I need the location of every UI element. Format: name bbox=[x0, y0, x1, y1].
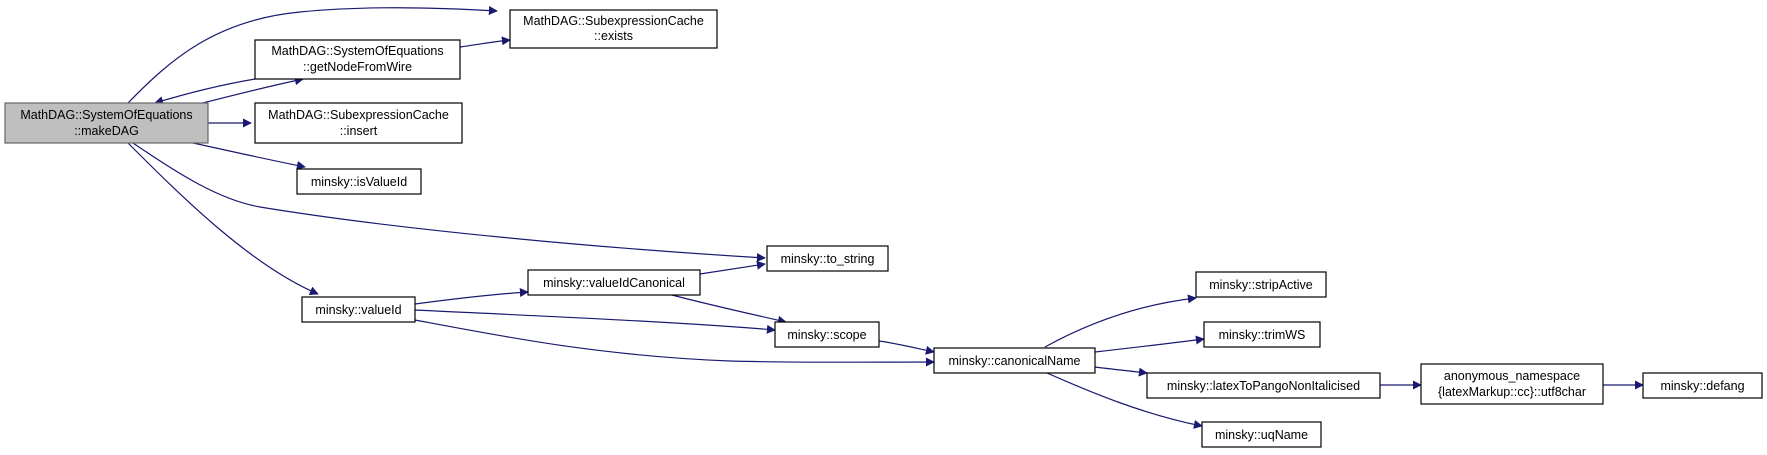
node-defang-label: minsky::defang bbox=[1660, 379, 1744, 393]
node-getnodefromwire-line-1: MathDAG::SystemOfEquations bbox=[271, 44, 443, 58]
node-defang[interactable]: minsky::defang bbox=[1642, 372, 1763, 399]
node-uqname[interactable]: minsky::uqName bbox=[1201, 421, 1322, 448]
node-stripactive[interactable]: minsky::stripActive bbox=[1195, 271, 1327, 298]
edge-makedag-to-isvalueid bbox=[192, 142, 306, 170]
node-canonicalname-label: minsky::canonicalName bbox=[949, 354, 1081, 368]
node-exists-line-1: MathDAG::SubexpressionCache bbox=[523, 14, 704, 28]
edge-valueidcanonical-to-scope bbox=[667, 293, 787, 325]
node-valueidcanonical[interactable]: minsky::valueIdCanonical bbox=[527, 269, 701, 296]
node-isvalueid-label: minsky::isValueId bbox=[311, 175, 407, 189]
edge-makedag-to-exists bbox=[127, 6, 498, 104]
edges bbox=[127, 6, 1644, 429]
node-canonicalname[interactable]: minsky::canonicalName bbox=[933, 347, 1096, 374]
node-latextopango[interactable]: minsky::latexToPangoNonItalicised bbox=[1146, 372, 1381, 399]
node-insert-line-1: MathDAG::SubexpressionCache bbox=[268, 108, 449, 122]
node-uqname-label: minsky::uqName bbox=[1215, 428, 1308, 442]
node-to-string[interactable]: minsky::to_string bbox=[766, 245, 889, 272]
node-exists-line-2: ::exists bbox=[594, 29, 633, 43]
node-makedag-line-2: ::makeDAG bbox=[74, 124, 139, 138]
node-utf8char-line-2: {latexMarkup::cc}::utf8char bbox=[1438, 385, 1586, 399]
edge-makedag-to-valueid bbox=[127, 142, 319, 295]
node-insert-line-2: ::insert bbox=[340, 124, 378, 138]
node-scope[interactable]: minsky::scope bbox=[774, 321, 880, 348]
node-scope-label: minsky::scope bbox=[787, 328, 866, 342]
edge-canonicalname-to-trimws bbox=[1094, 335, 1205, 353]
edge-makedag-to-getnodefromwire bbox=[194, 76, 304, 106]
node-stripactive-label: minsky::stripActive bbox=[1209, 278, 1313, 292]
edge-makedag-to-to-string bbox=[132, 142, 766, 263]
node-isvalueid[interactable]: minsky::isValueId bbox=[296, 168, 422, 195]
edge-getnodefromwire-to-exists bbox=[459, 36, 511, 48]
node-valueid[interactable]: minsky::valueId bbox=[301, 296, 416, 323]
node-getnodefromwire[interactable]: MathDAG::SystemOfEquations ::getNodeFrom… bbox=[254, 39, 461, 80]
node-to-string-label: minsky::to_string bbox=[781, 252, 875, 266]
edge-scope-to-canonicalname bbox=[878, 340, 935, 355]
edge-valueid-to-scope bbox=[414, 309, 776, 334]
edge-canonicalname-to-stripactive bbox=[1044, 294, 1197, 348]
node-getnodefromwire-line-2: ::getNodeFromWire bbox=[303, 60, 412, 74]
node-exists[interactable]: MathDAG::SubexpressionCache ::exists bbox=[509, 9, 718, 49]
node-insert[interactable]: MathDAG::SubexpressionCache ::insert bbox=[254, 102, 463, 144]
node-makedag-line-1: MathDAG::SystemOfEquations bbox=[20, 108, 192, 122]
edge-canonicalname-to-uqname bbox=[1046, 372, 1203, 429]
node-valueidcanonical-label: minsky::valueIdCanonical bbox=[543, 276, 685, 290]
node-utf8char[interactable]: anonymous_namespace {latexMarkup::cc}::u… bbox=[1420, 363, 1604, 405]
node-trimws[interactable]: minsky::trimWS bbox=[1203, 321, 1321, 348]
edge-valueidcanonical-to-to-string bbox=[699, 260, 766, 275]
edge-valueid-to-canonicalname bbox=[414, 319, 935, 367]
node-utf8char-line-1: anonymous_namespace bbox=[1444, 369, 1580, 383]
node-trimws-label: minsky::trimWS bbox=[1219, 328, 1306, 342]
node-makedag[interactable]: MathDAG::SystemOfEquations ::makeDAG bbox=[4, 102, 209, 144]
node-valueid-label: minsky::valueId bbox=[315, 303, 401, 317]
edge-canonicalname-to-latextopango bbox=[1094, 366, 1148, 377]
edge-valueid-to-valueidcanonical bbox=[414, 287, 529, 305]
node-latextopango-label: minsky::latexToPangoNonItalicised bbox=[1167, 379, 1360, 393]
edge-getnodefromwire-to-makedag bbox=[154, 78, 256, 105]
